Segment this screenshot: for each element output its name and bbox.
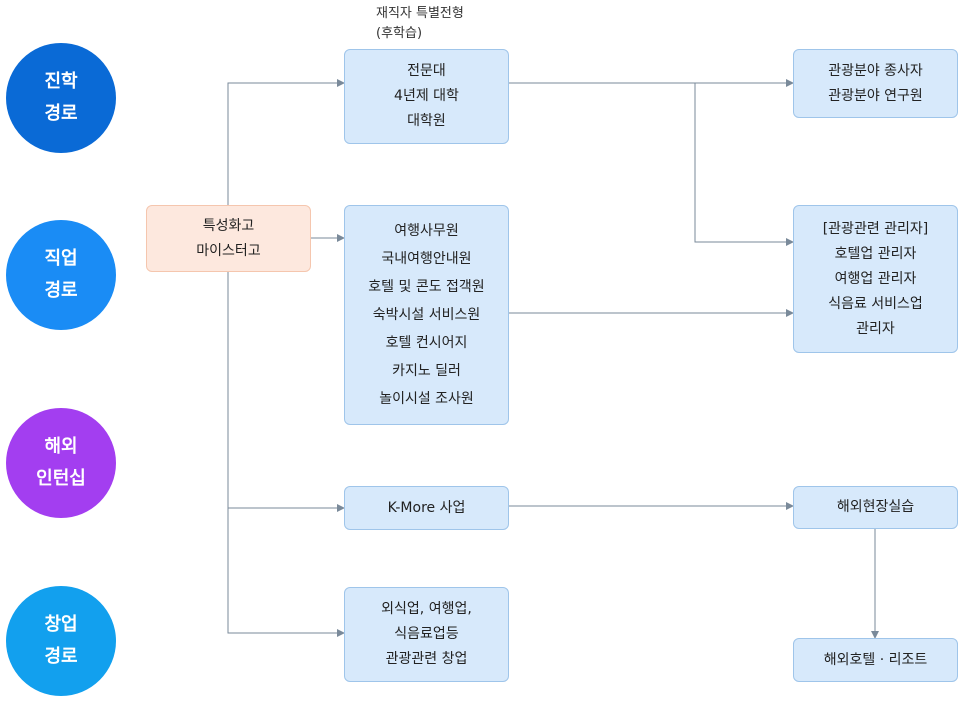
box-line: K-More 사업 [387, 499, 466, 516]
box-line: 호텔 및 콘도 접객원 [368, 279, 485, 295]
box-line: 외식업, 여행업, [381, 601, 472, 617]
box-line: 호텔 컨시어지 [385, 335, 468, 351]
path-label-line: 직업 [44, 248, 78, 269]
path-circle-internship: 해외 인턴십 [6, 408, 116, 518]
box-kmore: K-More 사업 [344, 486, 509, 530]
box-line: 특성화고 [202, 217, 255, 234]
box-managers: [관광관련 관리자] 호텔업 관리자 여행업 관리자 식음료 서비스업 관리자 [793, 205, 958, 353]
path-label-line: 창업 [44, 614, 78, 635]
path-label-line: 경로 [44, 103, 78, 124]
box-line: 국내여행안내원 [381, 251, 472, 267]
box-line: 관광관련 창업 [385, 651, 468, 667]
box-line: 대학원 [407, 113, 446, 129]
box-line: 놀이시설 조사원 [379, 391, 474, 407]
box-tourism-workers: 관광분야 종사자 관광분야 연구원 [793, 49, 958, 118]
note-line: (후학습) [376, 26, 423, 41]
trunk-down-to-startup [227, 271, 345, 637]
box-line: 관리자 [856, 320, 895, 337]
box-overseas-practice: 해외현장실습 [793, 486, 958, 529]
box-line: 여행업 관리자 [834, 270, 917, 287]
box-startup: 외식업, 여행업, 식음료업등 관광관련 창업 [344, 587, 509, 682]
box-overseas-hotel: 해외호텔 · 리조트 [793, 638, 958, 682]
box-line: 4년제 대학 [394, 88, 459, 104]
path-label-line: 진학 [44, 71, 78, 92]
box-line: 해외호텔 · 리조트 [823, 651, 928, 668]
box-line: [관광관련 관리자] [822, 220, 929, 237]
path-circle-advancement: 진학 경로 [6, 43, 116, 153]
box-line: 전문대 [407, 63, 446, 79]
path-circle-employment: 직업 경로 [6, 220, 116, 330]
path-label-line: 경로 [44, 280, 78, 301]
note-line: 재직자 특별전형 [376, 6, 464, 21]
note-employee-admission: 재직자 특별전형 (후학습) [376, 4, 464, 44]
box-line: 식음료업등 [394, 626, 459, 642]
box-line: 호텔업 관리자 [834, 245, 917, 262]
box-education: 전문대 4년제 대학 대학원 [344, 49, 509, 144]
path-circle-startup: 창업 경로 [6, 586, 116, 696]
path-label-line: 해외 [44, 436, 78, 457]
education-to-managers [694, 83, 794, 246]
box-line: 마이스터고 [196, 242, 261, 259]
box-line: 카지노 딜러 [392, 363, 461, 379]
box-line: 관광분야 연구원 [828, 87, 923, 104]
box-line: 여행사무원 [394, 223, 459, 239]
box-line: 숙박시설 서비스원 [372, 307, 481, 323]
box-line: 식음료 서비스업 [828, 295, 923, 312]
trunk-up-to-education [227, 79, 345, 205]
box-line: 관광분야 종사자 [828, 62, 923, 79]
box-line: 해외현장실습 [836, 499, 915, 515]
path-label-line: 경로 [44, 646, 78, 667]
start-box-vocational-school: 특성화고 마이스터고 [146, 205, 311, 272]
path-label-line: 인턴십 [36, 468, 86, 489]
box-jobs: 여행사무원 국내여행안내원 호텔 및 콘도 접객원 숙박시설 서비스원 호텔 컨… [344, 205, 509, 425]
